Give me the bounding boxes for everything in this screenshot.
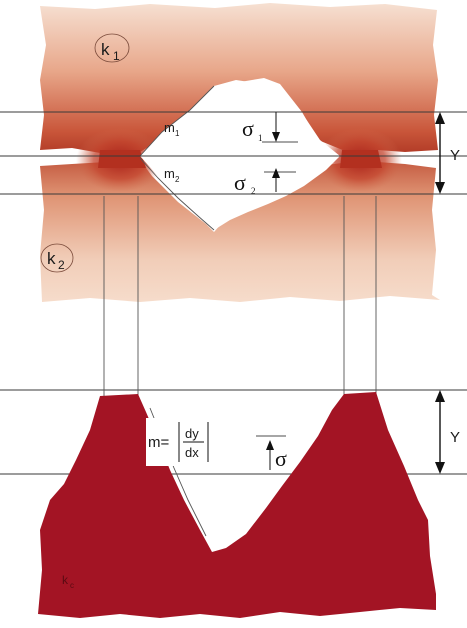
kc-subscript: c bbox=[70, 581, 74, 590]
y-dimension-upper bbox=[435, 112, 445, 194]
k1-subscript: 1 bbox=[113, 49, 120, 63]
kc-label: k bbox=[62, 573, 69, 587]
upper-body-k1 bbox=[40, 3, 438, 154]
slope-m2-subscript: 2 bbox=[175, 175, 180, 184]
y-label-upper: Y bbox=[450, 147, 460, 164]
slope-edge-lower bbox=[139, 157, 215, 231]
slope-formula-lhs: m= bbox=[148, 434, 169, 451]
k2-label-circle bbox=[40, 243, 74, 273]
slope-m2-label: m bbox=[164, 166, 175, 181]
contact-bridge-right bbox=[340, 150, 382, 168]
combined-profile bbox=[38, 392, 436, 618]
contact-bridge-left bbox=[98, 150, 146, 168]
void-cavity bbox=[140, 80, 340, 230]
k2-label: k bbox=[47, 249, 56, 268]
slope-m1-subscript: 1 bbox=[175, 129, 180, 138]
y-dimension-lower bbox=[435, 390, 445, 474]
sigma-1-marker bbox=[262, 112, 298, 143]
slope-formula-denominator: dx bbox=[185, 445, 199, 460]
y-label-lower: Y bbox=[450, 429, 460, 446]
sigma-combined-marker bbox=[256, 435, 286, 470]
k1-label-circle bbox=[94, 33, 130, 63]
lower-body-k2 bbox=[40, 160, 440, 302]
slope-edge-upper bbox=[139, 85, 215, 157]
sigma-combined-label: σ bbox=[275, 446, 287, 471]
sigma-1-subscript: 1 bbox=[258, 133, 263, 143]
slope-m1-label: m bbox=[164, 120, 175, 135]
sigma-2-subscript: 2 bbox=[251, 186, 256, 196]
k1-label: k bbox=[101, 40, 110, 59]
k2-subscript: 2 bbox=[58, 258, 65, 272]
slope-formula-numerator: dy bbox=[185, 426, 199, 441]
sigma-1-label: σ bbox=[242, 116, 254, 141]
sigma-2-marker bbox=[264, 168, 296, 192]
sigma-2-label: σ bbox=[234, 170, 246, 195]
